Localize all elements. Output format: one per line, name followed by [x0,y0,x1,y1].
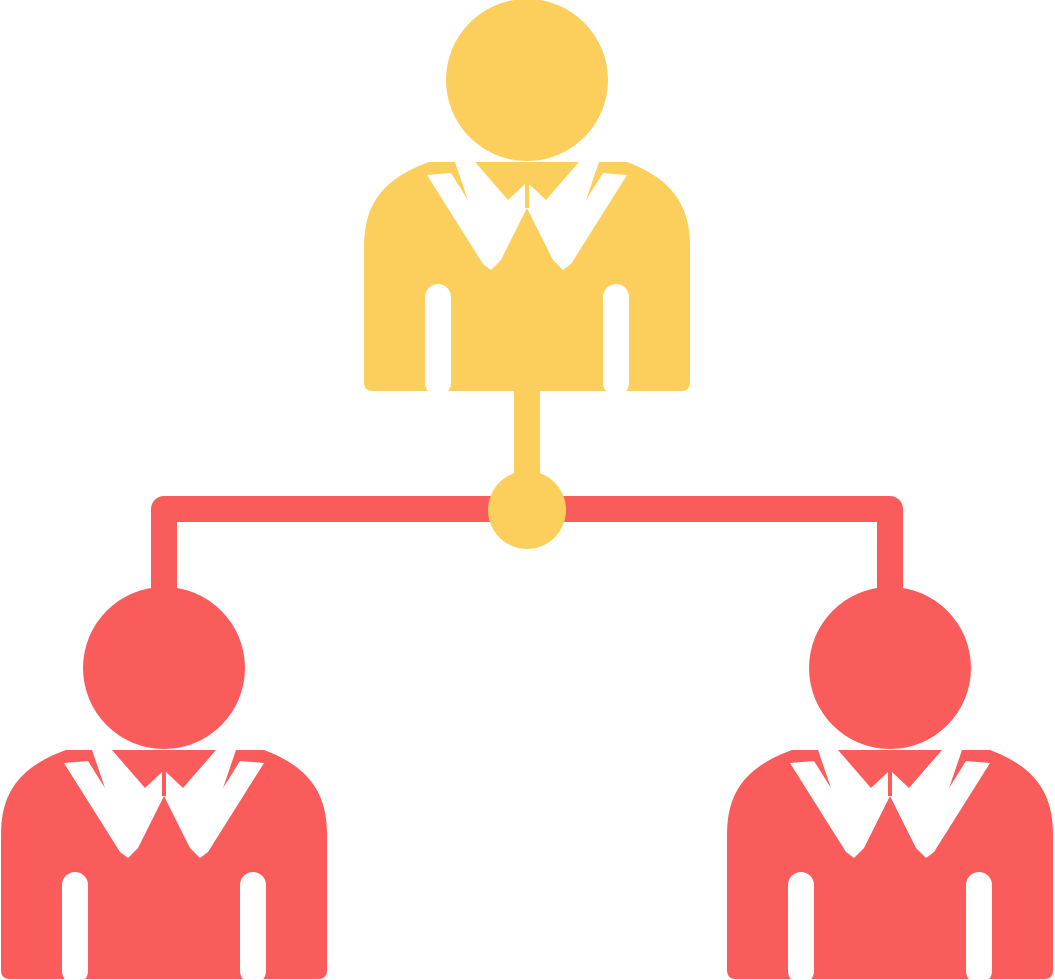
member-right-collar-detail [788,750,992,980]
junction-node [488,471,566,549]
member-left-person-icon [1,587,327,980]
connector-lines [151,388,903,609]
leader-person-icon [364,0,690,396]
member-left-collar-detail [62,750,266,980]
leader-collar-detail [425,162,629,396]
member-right-person-icon [727,587,1053,980]
